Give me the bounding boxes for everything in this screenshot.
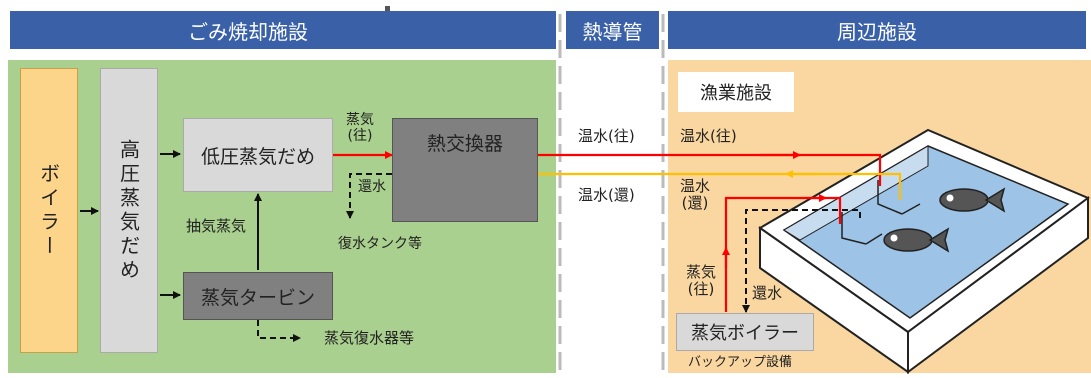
- hp-drum-box: 高圧蒸気だめ: [100, 68, 158, 353]
- backup-boiler-box: 蒸気ボイラー: [676, 313, 814, 351]
- hot-water-out-pipe-label: 温水(往): [578, 127, 635, 145]
- header-incineration-label: ごみ焼却施設: [188, 19, 308, 44]
- lp-drum-box: 低圧蒸気だめ: [183, 118, 333, 192]
- arrow-turbine-to-condenser: [257, 320, 301, 342]
- fish-tank-illustration: [758, 128, 1090, 374]
- return-water-inc-label: 還水: [358, 179, 386, 195]
- steam-out-inc-label: 蒸気 (往): [346, 112, 374, 145]
- hot-water-out-fac-label: 温水(往): [680, 127, 737, 145]
- backup-equipment-label: バックアップ設備: [688, 355, 793, 370]
- fish-icon: [883, 227, 950, 253]
- extraction-steam-label: 抽気蒸気: [186, 217, 247, 235]
- hp-drum-label: 高圧蒸気だめ: [116, 138, 141, 283]
- header-heat-pipe: 熱導管: [566, 11, 659, 49]
- lp-drum-label: 低圧蒸気だめ: [200, 145, 315, 168]
- backup-boiler-label: 蒸気ボイラー: [691, 323, 799, 344]
- steam-out-fac-label: 蒸気 (往): [686, 263, 717, 299]
- hot-water-ret-pipe-label: 温水(還): [578, 186, 635, 204]
- fishery-box: 漁業施設: [678, 72, 794, 112]
- return-water-fac-line: [742, 209, 861, 313]
- hot-water-return-line: [514, 172, 902, 200]
- return-water-fac-label: 還水: [752, 284, 783, 302]
- hot-water-out-line: [514, 153, 882, 186]
- turbine-label: 蒸気タービン: [200, 286, 315, 309]
- heat-exchanger-box: 熱交換器: [392, 118, 538, 222]
- hot-water-ret-fac-label: 温水 (還): [680, 177, 711, 213]
- fishery-label: 漁業施設: [700, 83, 772, 104]
- boiler-label: ボイラー: [36, 162, 61, 259]
- header-surrounding-label: 周辺施設: [837, 19, 917, 44]
- fish-icon: [939, 187, 1006, 213]
- turbine-box: 蒸気タービン: [183, 272, 333, 320]
- header-incineration: ごみ焼却施設: [10, 11, 556, 49]
- boiler-box: ボイラー: [20, 68, 78, 353]
- header-surrounding: 周辺施設: [668, 11, 1086, 49]
- heat-exchanger-label: 熱交換器: [426, 133, 503, 155]
- condenser-label: 蒸気復水器等: [324, 329, 415, 347]
- condensate-tank-label: 復水タンク等: [338, 236, 422, 252]
- arrow-return-water-inc: [346, 173, 392, 219]
- header-heat-pipe-label: 熱導管: [582, 19, 643, 44]
